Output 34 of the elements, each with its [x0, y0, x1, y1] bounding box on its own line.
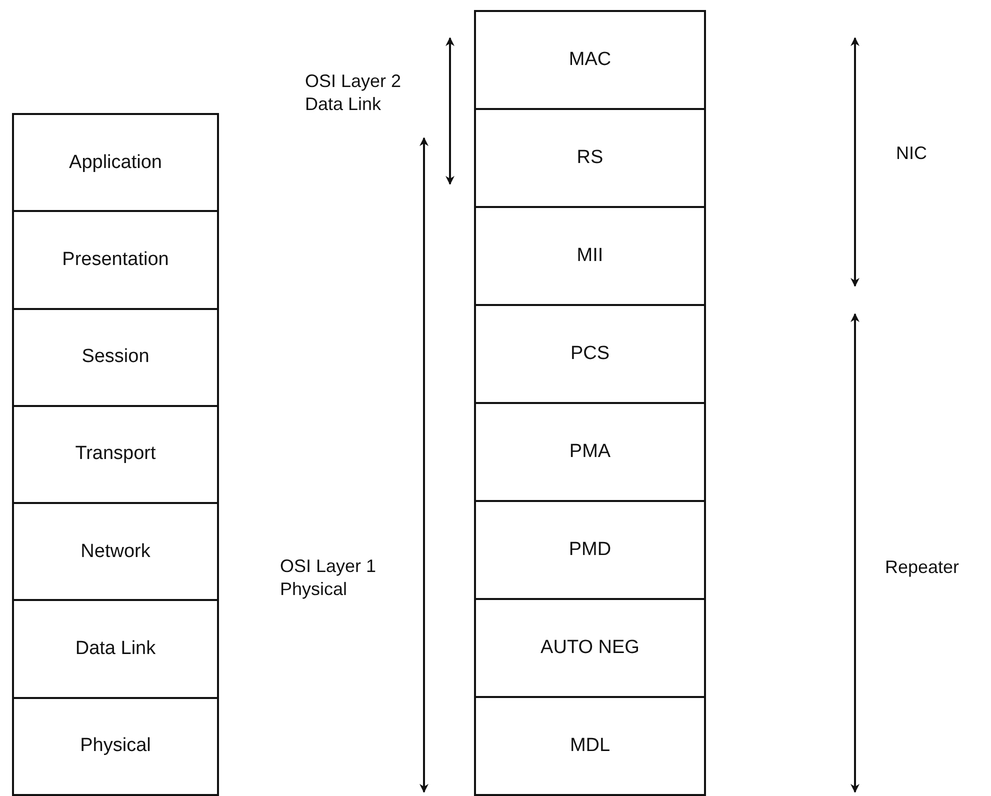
- layer-name: Network: [80, 540, 150, 563]
- layer-name: AUTO NEG: [540, 637, 640, 659]
- layer-box: [12, 210, 219, 310]
- layer-name: PMD: [568, 539, 612, 561]
- layer-name: Presentation: [62, 248, 169, 271]
- layer-box: [12, 404, 219, 504]
- layer-box: [474, 598, 706, 698]
- layer-name: MII: [576, 245, 604, 267]
- layer-box: [12, 696, 219, 796]
- layer-box: [12, 502, 219, 602]
- layer-name: Physical: [80, 735, 151, 758]
- span-label: Repeater: [885, 556, 960, 578]
- layer-name: MAC: [568, 49, 612, 71]
- span-label: OSI Layer 1 Physical: [280, 555, 378, 600]
- span-label: OSI Layer 2 Data Link: [305, 70, 402, 115]
- layer-box: [474, 108, 706, 208]
- layer-box: [474, 304, 706, 404]
- span-label: NIC: [896, 142, 928, 164]
- layer-box: [12, 308, 219, 407]
- layer-box: [12, 599, 219, 699]
- layer-name: Transport: [75, 443, 156, 466]
- layer-box: [474, 402, 706, 502]
- layer-box: [474, 696, 706, 796]
- layer-name: MDL: [570, 735, 610, 757]
- layer-box: [474, 206, 706, 306]
- layer-name: Data Link: [75, 638, 156, 660]
- layer-name: Session: [82, 346, 150, 368]
- layer-box: [474, 500, 706, 600]
- layer-name: PMA: [569, 441, 611, 463]
- layer-box: [12, 113, 219, 212]
- layer-box: [474, 10, 706, 110]
- layer-name: PCS: [570, 343, 610, 365]
- layer-name: Application: [69, 152, 162, 174]
- layer-name: RS: [576, 147, 604, 169]
